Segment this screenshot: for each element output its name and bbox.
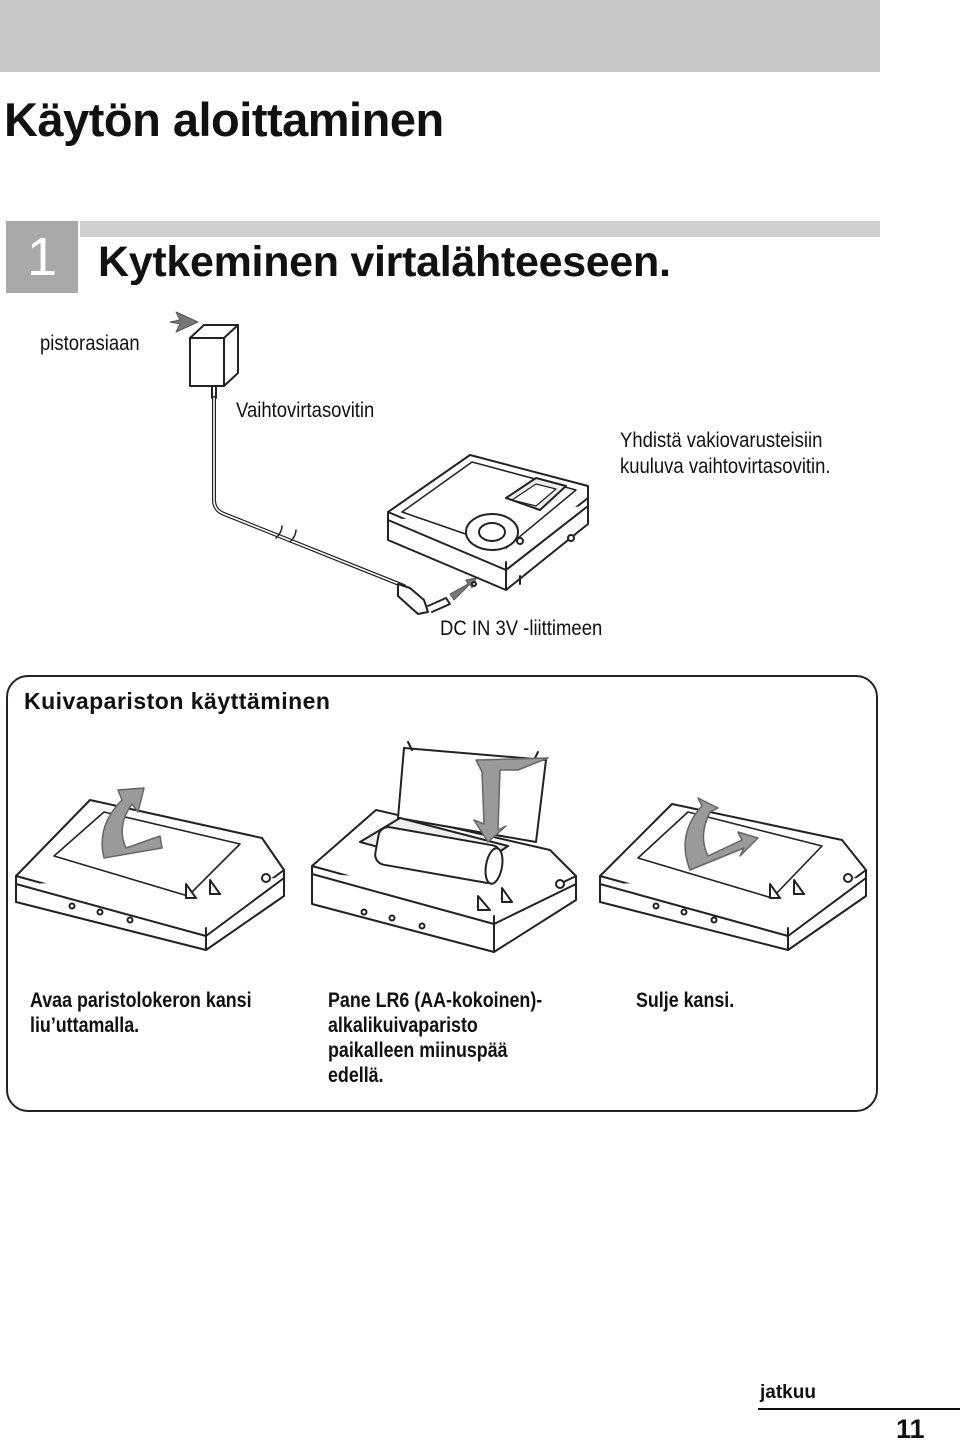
player-insert-battery-icon [311, 741, 577, 953]
adapter-cable [212, 396, 406, 588]
text-line: edellä. [328, 1064, 384, 1087]
battery-step-1-text: Avaa paristolokeron kansi liu’uttamalla. [30, 988, 252, 1038]
text-line: alkalikuivaparisto [328, 1014, 478, 1037]
text-line: Sulje kansi. [636, 989, 735, 1012]
battery-steps-illustration [15, 741, 867, 953]
insert-arrow-icon [473, 757, 549, 843]
md-player-icon [387, 454, 589, 591]
outlet-arrow-icon [169, 311, 199, 333]
page-title: Käytön aloittaminen [4, 93, 444, 146]
ac-adapter-icon [189, 324, 239, 399]
header-band [0, 0, 880, 72]
close-lid-arrow-icon [684, 797, 759, 871]
step-title: Kytkeminen virtalähteeseen. [98, 238, 671, 286]
instruction-line-2: kuuluva vaihtovirtasovitin. [620, 455, 831, 478]
step-band [80, 221, 880, 237]
continue-label: jatkuu [760, 1382, 816, 1403]
dc-in-arrow-icon [449, 577, 477, 601]
text-line: Avaa paristolokeron kansi [30, 989, 252, 1012]
battery-step-3-text: Sulje kansi. [636, 988, 734, 1013]
player-open-lid-icon [15, 787, 285, 951]
outlet-label: pistorasiaan [40, 332, 140, 355]
instruction-line-1: Yhdistä vakiovarusteisiin [620, 429, 823, 452]
open-lid-arrow-icon [101, 787, 163, 859]
text-line: paikalleen miinuspää [328, 1039, 508, 1062]
power-connection-illustration [169, 311, 589, 615]
text-line: liu’uttamalla. [30, 1014, 140, 1037]
battery-section-title: Kuivapariston käyttäminen [24, 688, 331, 714]
battery-step-2-text: Pane LR6 (AA-kokoinen)- alkalikuivaparis… [328, 988, 542, 1088]
text-line: Pane LR6 (AA-kokoinen)- [328, 989, 543, 1012]
step-number: 1 [26, 227, 58, 287]
dc-in-label: DC IN 3V -liittimeen [440, 617, 603, 640]
footer-rule [758, 1408, 960, 1410]
dc-plug-icon [397, 583, 451, 615]
page-number: 11 [896, 1414, 925, 1444]
step-number-badge: 1 [6, 221, 78, 293]
adapter-label: Vaihtovirtasovitin [236, 399, 375, 422]
player-close-lid-icon [599, 797, 867, 951]
